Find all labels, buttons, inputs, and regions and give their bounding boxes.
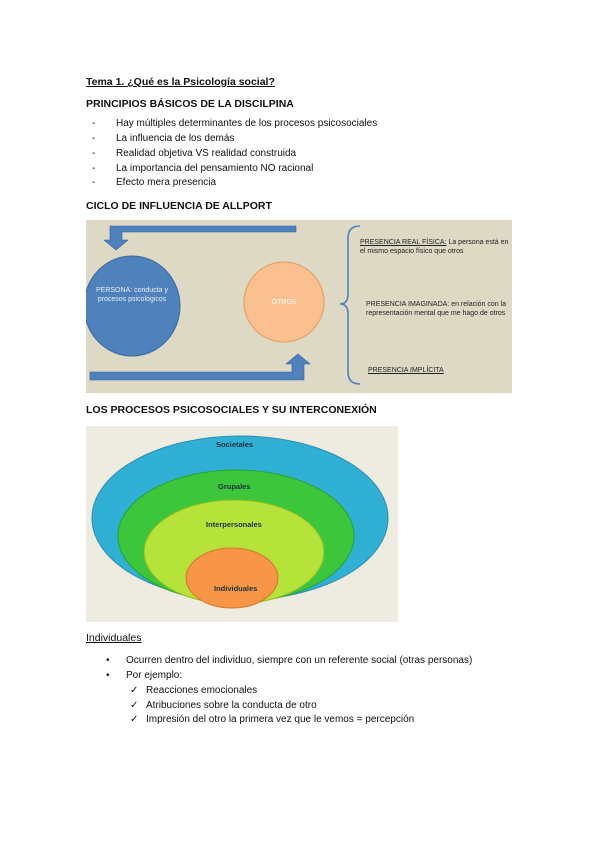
- presencia-real: PRESENCIA REAL FÍSICA: La persona está e…: [360, 239, 509, 255]
- otros-label: OTROS: [271, 299, 297, 306]
- allport-heading: CICLO DE INFLUENCIA DE ALLPORT: [86, 200, 272, 212]
- list-item: -La importancia del pensamiento NO racio…: [92, 163, 314, 174]
- list-item: -Realidad objetiva VS realidad construid…: [92, 148, 297, 159]
- brace: [339, 225, 361, 385]
- persona-circle: [86, 255, 181, 357]
- check-icon: ✓: [130, 700, 139, 711]
- list-item: -Hay múltiples determinantes de los proc…: [92, 118, 378, 129]
- list-item: ✓Atribuciones sobre la conducta de otro: [130, 700, 317, 711]
- individuales-heading: Individuales: [86, 632, 142, 644]
- presencia-implicita: PRESENCIA IMPLÍCITA: [368, 367, 444, 374]
- top-loop-arrow: [103, 225, 297, 251]
- list-item: •Ocurren dentro del individuo, siempre c…: [106, 655, 473, 666]
- persona-label: PERSONA: conducta y procesos psicológico…: [96, 287, 168, 303]
- allport-diagram: PERSONA: conducta y procesos psicológico…: [86, 220, 512, 393]
- list-item: -La influencia de los demás: [92, 133, 235, 144]
- list-item: ✓Impresión del otro la primera vez que l…: [130, 714, 415, 725]
- presencia-imaginada: PRESENCIA IMAGINADA: en relación con la …: [366, 301, 507, 317]
- list-item: -Efecto mera presencia: [92, 177, 217, 188]
- bottom-loop-arrow: [89, 353, 311, 381]
- page-title: Tema 1. ¿Qué es la Psicología social?: [86, 76, 275, 88]
- processes-diagram: Societales Grupales Interpersonales Indi…: [86, 426, 398, 622]
- list-item: •Por ejemplo:: [106, 670, 183, 681]
- grupales-label: Grupales: [218, 482, 251, 491]
- list-item: ✓Reacciones emocionales: [130, 685, 258, 696]
- individuales-label: Individuales: [214, 584, 258, 593]
- otros-circle: [243, 261, 325, 343]
- principles-heading: PRINCIPIOS BÁSICOS DE LA DISCILPINA: [86, 98, 294, 110]
- individuales-ring: [185, 547, 279, 609]
- check-icon: ✓: [130, 714, 139, 725]
- societales-label: Societales: [216, 440, 254, 449]
- interpersonales-label: Interpersonales: [206, 520, 262, 529]
- check-icon: ✓: [130, 685, 139, 696]
- processes-heading: LOS PROCESOS PSICOSOCIALES Y SU INTERCON…: [86, 404, 377, 416]
